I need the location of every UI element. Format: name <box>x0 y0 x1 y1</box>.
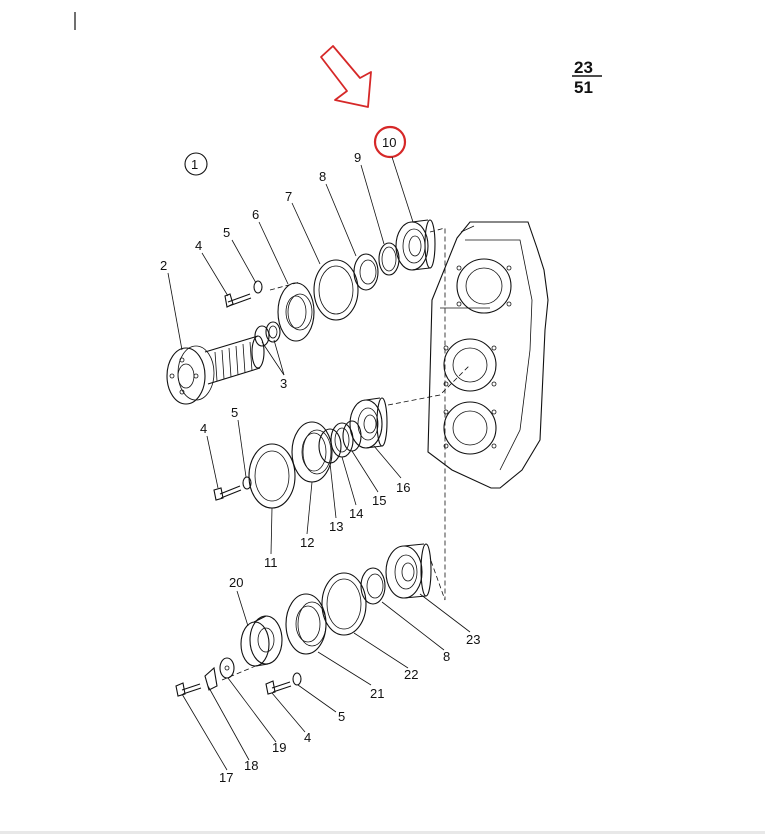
callout-label[interactable]: 12 <box>300 535 314 550</box>
callout-label[interactable]: 5 <box>338 709 345 724</box>
callout-label[interactable]: 6 <box>252 207 259 222</box>
callout-label[interactable]: 16 <box>396 480 410 495</box>
sheet-ref-bottom: 51 <box>574 78 593 97</box>
callout-label[interactable]: 21 <box>370 686 384 701</box>
callout-label[interactable]: 22 <box>404 667 418 682</box>
callout-labels: 2 4 5 6 7 8 9 3 4 5 11 12 13 14 15 16 20… <box>160 150 480 785</box>
view-marker: 1 <box>184 152 208 176</box>
callout-label[interactable]: 9 <box>354 150 361 165</box>
callout-label[interactable]: 14 <box>349 506 363 521</box>
callout-label[interactable]: 19 <box>272 740 286 755</box>
sheet-ref-top: 23 <box>574 58 593 77</box>
callout-label[interactable]: 4 <box>200 421 207 436</box>
callout-label[interactable]: 4 <box>304 730 311 745</box>
callout-label[interactable]: 7 <box>285 189 292 204</box>
bottom-shaft-group <box>175 543 432 697</box>
callout-label[interactable]: 18 <box>244 758 258 773</box>
callout-label[interactable]: 5 <box>223 225 230 240</box>
callout-label[interactable]: 15 <box>372 493 386 508</box>
callout-label[interactable]: 8 <box>319 169 326 184</box>
assembly-axis-lines <box>221 227 471 681</box>
callout-label[interactable]: 17 <box>219 770 233 785</box>
callout-label[interactable]: 13 <box>329 519 343 534</box>
highlighted-callout[interactable]: 10 <box>373 125 414 223</box>
view-marker-label: 1 <box>191 157 198 172</box>
callout-label[interactable]: 11 <box>264 555 278 570</box>
sheet-reference: 23 51 <box>572 58 602 97</box>
callout-label[interactable]: 23 <box>466 632 480 647</box>
leader-lines <box>167 164 471 771</box>
callout-label[interactable]: 8 <box>443 649 450 664</box>
callout-label[interactable]: 4 <box>195 238 202 253</box>
gearbox-housing <box>427 221 549 489</box>
highlight-arrow-icon <box>320 45 372 108</box>
callout-label[interactable]: 20 <box>229 575 243 590</box>
callout-label[interactable]: 5 <box>231 405 238 420</box>
bottom-scroll-edge <box>0 831 765 834</box>
callout-label[interactable]: 3 <box>280 376 287 391</box>
middle-shaft-group <box>213 397 388 509</box>
highlighted-callout-label: 10 <box>382 135 396 150</box>
callout-label[interactable]: 2 <box>160 258 167 273</box>
top-shaft-group <box>166 219 436 405</box>
